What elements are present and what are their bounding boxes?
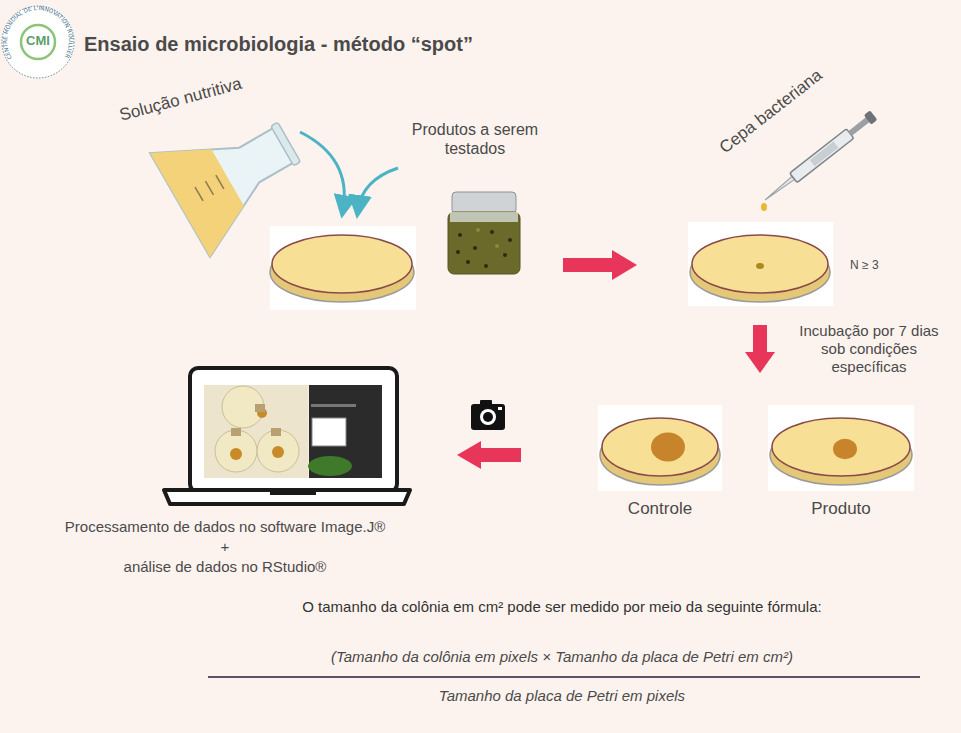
pour-arrow [300, 132, 344, 210]
title: Ensaio de microbiologia - método “spot” [84, 33, 473, 56]
logo-ring-text: CENTRE MONDIAL DE L'INNOVATION ROULLIER [2, 5, 74, 61]
petri-dish-outline [768, 405, 914, 491]
laptop [164, 368, 410, 504]
flask-label: Solução nutritiva [117, 68, 267, 127]
dish-label: Controle [598, 499, 722, 519]
formula-numerator: (Tamanho da colônia em pixels × Tamanho … [180, 648, 944, 666]
step-arrow [745, 325, 775, 373]
incubation-label: Incubação por 7 dias sob condições espec… [793, 322, 945, 376]
formula-intro: O tamanho da colônia em cm² pode ser med… [180, 598, 944, 616]
step-arrow [563, 250, 637, 280]
plus-sign: + [40, 538, 410, 556]
strain-label: Cepa bacteriana [716, 56, 839, 158]
dish-label: Produto [768, 499, 914, 519]
logo-text: CMI [23, 33, 53, 49]
pour-arrow [358, 168, 398, 210]
petri-dish-outline [598, 405, 722, 491]
software-label: análise de dados no RStudio® [40, 558, 410, 576]
drop [761, 203, 767, 211]
pipette [761, 110, 877, 204]
petri-dish [688, 222, 833, 306]
product-jar [448, 192, 520, 274]
formula-denominator: Tamanho da placa de Petri em pixels [180, 687, 944, 705]
petri-dish-node: Produto [768, 405, 914, 523]
software-label: Processamento de dados no software Image… [40, 518, 410, 536]
replicate-note: N ≥ 3 [850, 258, 900, 272]
logo: CENTRE MONDIAL DE L'INNOVATION ROULLIER [2, 5, 74, 78]
product-label: Produtos a serem testados [400, 120, 550, 158]
camera-icon [471, 400, 505, 430]
petri-dish [270, 226, 416, 310]
petri-dish-node: Controle [598, 405, 722, 523]
fraction-bar [208, 676, 920, 678]
step-arrow [457, 441, 521, 469]
